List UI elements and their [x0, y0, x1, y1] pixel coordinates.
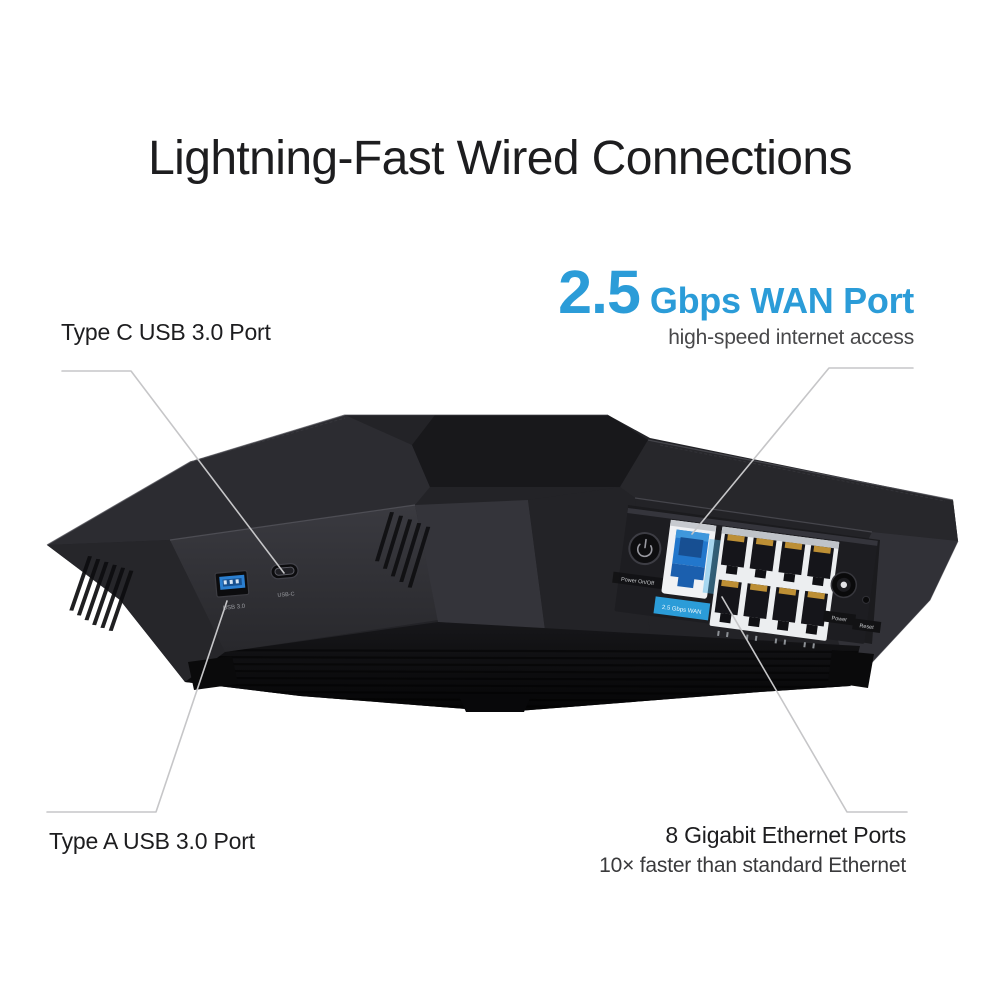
center-vents	[374, 512, 431, 588]
callout-wan: 2.5 Gbps WAN Port high-speed internet ac…	[558, 262, 914, 350]
wan-port-label: 2.5 Gbps WAN	[661, 605, 701, 616]
usb-c-label: USB-C	[277, 591, 295, 598]
page-title: Lightning-Fast Wired Connections	[148, 132, 852, 186]
front-left-face	[170, 505, 438, 652]
lan-port-jack	[720, 533, 748, 575]
right-foot	[828, 650, 874, 688]
port-panel: Power On/Off 2.5 Gbps WAN	[612, 508, 882, 649]
lan-port-jack	[714, 579, 742, 624]
top-facet	[412, 415, 648, 487]
usb-a-label: USB 3.0	[223, 604, 246, 612]
power-button	[628, 532, 662, 566]
usb-c-port: USB-C	[270, 563, 299, 599]
reset-hole	[862, 595, 871, 604]
reset-label-tab: Reset	[852, 618, 882, 633]
lan-port-jack	[800, 590, 829, 635]
power-switch-label-tab: Power On/Off	[612, 571, 664, 590]
router-body	[46, 414, 959, 712]
wan-port-label-tab: 2.5 Gbps WAN	[653, 596, 711, 621]
power-icon	[636, 538, 653, 558]
lan-port-jack	[807, 545, 835, 587]
leader-line-ethernet	[721, 596, 908, 813]
lan-port-jack	[749, 537, 777, 579]
lan-port-jack	[743, 583, 771, 628]
wan-speed-value: 2.5	[558, 258, 641, 326]
left-corner-vents	[69, 556, 134, 631]
center-facet-left	[415, 500, 545, 630]
usb-a-port: USB 3.0	[214, 570, 250, 612]
lan-ports	[709, 526, 840, 649]
leader-line-type-a	[46, 600, 228, 813]
callout-type-a-usb: Type A USB 3.0 Port	[49, 828, 255, 854]
power-jack-label-tab: Power	[822, 610, 857, 626]
wan-headline: 2.5 Gbps WAN Port	[558, 262, 914, 323]
top-right-wing-facet	[620, 440, 958, 541]
power-jack-label: Power	[831, 616, 847, 624]
lan-port-jack	[772, 587, 800, 631]
dc-power-jack	[830, 571, 858, 599]
lan-port-indicators	[717, 630, 815, 649]
reset-label: Reset	[859, 623, 874, 631]
usb-ports-group: USB 3.0 USB-C	[214, 563, 299, 612]
wan-speed-unit: Gbps WAN Port	[649, 280, 914, 321]
ethernet-subtitle: 10× faster than standard Ethernet	[599, 854, 906, 877]
ethernet-label: 8 Gigabit Ethernet Ports	[665, 822, 906, 848]
leader-lines	[46, 367, 914, 813]
wan-subtitle: high-speed internet access	[668, 326, 914, 349]
callout-type-c-usb: Type C USB 3.0 Port	[61, 319, 271, 345]
top-left-wing-facet	[47, 415, 430, 545]
left-foot	[188, 656, 238, 690]
lan-port-jack	[778, 541, 806, 583]
center-foot	[458, 694, 532, 712]
router-underside	[185, 622, 874, 712]
callout-ethernet: 8 Gigabit Ethernet Ports 10× faster than…	[599, 822, 906, 878]
power-switch-label: Power On/Off	[621, 577, 655, 587]
leader-line-type-c	[61, 370, 285, 574]
leader-line-wan	[691, 367, 914, 535]
